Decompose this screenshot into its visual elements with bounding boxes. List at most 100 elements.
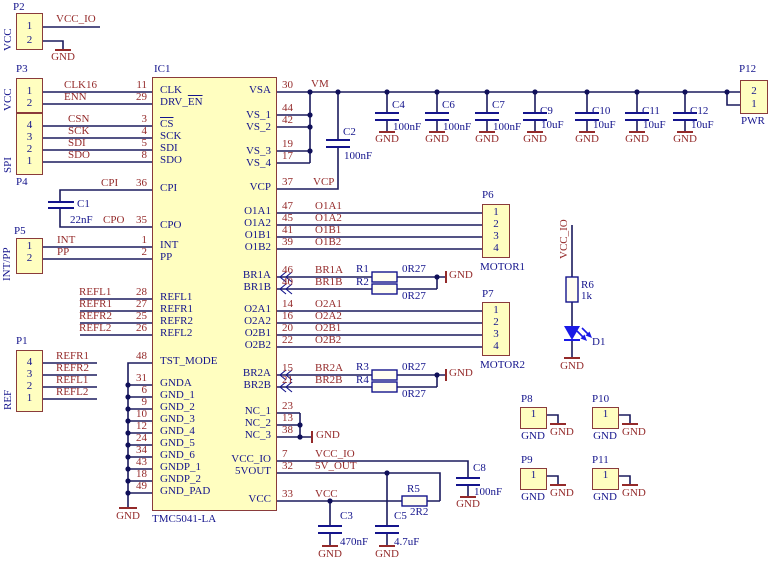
diode-ref: D1 xyxy=(592,336,606,348)
net-label: O1B2 xyxy=(315,236,342,248)
connector-label: P10 xyxy=(592,393,610,405)
pin-number: 12 xyxy=(136,420,147,432)
gnd-label: GND xyxy=(575,133,599,145)
res-value: 0R27 xyxy=(402,361,426,373)
connector-pin: 2 xyxy=(26,34,33,46)
capacitor-symbols[interactable] xyxy=(48,112,697,534)
connector-pin: 4 xyxy=(26,119,33,131)
net-label-vcc: VCC xyxy=(315,488,338,500)
connector-pin: 2 xyxy=(26,143,33,155)
pin-number: 10 xyxy=(136,408,147,420)
connector-pin: 3 xyxy=(26,368,33,380)
connector-p2[interactable] xyxy=(16,13,43,50)
net-label: CPO xyxy=(103,214,125,226)
connector-label: P1 xyxy=(16,335,28,347)
led-icon[interactable] xyxy=(564,326,592,341)
pin-number: 47 xyxy=(282,200,293,212)
connector-p4[interactable] xyxy=(16,113,43,175)
cap-ref: C9 xyxy=(540,105,553,117)
ic-pin-name: VCP xyxy=(249,181,271,193)
connector-pin: 2 xyxy=(493,316,499,328)
cap-value: 100nF xyxy=(393,121,422,133)
cap-value: 100nF xyxy=(493,121,522,133)
connector-pin: 2 xyxy=(26,252,33,264)
res-value: 2R2 xyxy=(410,506,429,518)
gnd-label: GND xyxy=(673,133,697,145)
pin-number: 13 xyxy=(282,412,293,424)
ic-pin-name: VCC_IO xyxy=(231,453,271,465)
ic-pin-name: CLK xyxy=(160,84,182,96)
connector-pin: 2 xyxy=(26,97,33,109)
cap-value: 100nF xyxy=(474,486,503,498)
ic-pin-name: CPI xyxy=(160,182,178,194)
connector-name-pwr: PWR xyxy=(741,115,765,127)
connector-p5[interactable] xyxy=(16,238,43,274)
ic-pin-name: SDI xyxy=(160,142,178,154)
connector-name-motor2: MOTOR2 xyxy=(480,359,526,371)
pin-number: 31 xyxy=(136,372,147,384)
connector-p11[interactable] xyxy=(592,468,619,490)
ic-pin-name: O2A1 xyxy=(244,303,271,315)
gnd-label: GND xyxy=(560,360,584,372)
connector-p1[interactable] xyxy=(16,350,43,412)
net-label: REFR2 xyxy=(56,362,90,374)
pin-number: 46 xyxy=(282,264,293,276)
pin-number: 16 xyxy=(282,310,293,322)
net-label-gnd: GND xyxy=(521,430,545,442)
connector-label: P12 xyxy=(739,63,757,75)
connector-p3[interactable] xyxy=(16,78,43,113)
cap-value: 470nF xyxy=(340,536,369,548)
pin-number: 44 xyxy=(282,102,293,114)
res-ref: R2 xyxy=(356,276,369,288)
connector-label: P2 xyxy=(13,1,25,13)
gnd-label: GND xyxy=(622,487,646,499)
ic-part-number: TMC5041-LA xyxy=(152,513,217,525)
pin-number: 39 xyxy=(282,236,293,248)
gnd-label: GND xyxy=(116,510,140,522)
resistor-symbols[interactable] xyxy=(371,271,579,507)
res-ref: R6 xyxy=(581,279,594,291)
connector-p7[interactable] xyxy=(482,302,510,356)
ic-pin-name: GND_PAD xyxy=(160,485,211,497)
net-label-gnd: GND xyxy=(521,491,545,503)
connector-p6[interactable] xyxy=(482,204,510,258)
pin-number: 9 xyxy=(141,396,148,408)
connector-pin: 3 xyxy=(493,230,499,242)
pin-number: 24 xyxy=(136,432,147,444)
ic-pin-name: GND_3 xyxy=(160,413,195,425)
ic-pin-name: BR1A xyxy=(242,269,271,281)
connector-p9[interactable] xyxy=(520,468,547,490)
connector-p10[interactable] xyxy=(592,407,619,429)
connector-pin: 1 xyxy=(493,206,499,218)
pin-number: 27 xyxy=(136,298,147,310)
ic-body[interactable] xyxy=(152,77,277,511)
net-label: O2B2 xyxy=(315,334,342,346)
net-label: REFR1 xyxy=(56,350,90,362)
connector-group-label: VCC xyxy=(2,28,14,51)
cap-ref: C4 xyxy=(392,99,405,111)
pin-number: 43 xyxy=(136,456,147,468)
pin-number: 41 xyxy=(282,224,293,236)
pin-number: 33 xyxy=(282,488,293,500)
res-value: 1k xyxy=(581,290,592,302)
connector-pin: 1 xyxy=(530,469,537,481)
res-ref: R5 xyxy=(407,483,420,495)
analog-pin-chevrons xyxy=(279,271,293,393)
pin-number: 6 xyxy=(141,384,148,396)
connector-label: P5 xyxy=(14,225,26,237)
pin-number: 5 xyxy=(141,137,148,149)
pin-number: 11 xyxy=(136,79,147,91)
pin-number: 38 xyxy=(282,424,293,436)
pin-number: 30 xyxy=(282,79,293,91)
pin-number: 45 xyxy=(282,212,293,224)
ic-pin-name: O2B2 xyxy=(244,339,271,351)
connector-pin: 1 xyxy=(751,98,757,110)
connector-p8[interactable] xyxy=(520,407,547,429)
net-label: O1B1 xyxy=(315,224,342,236)
ic-pin-name: CPO xyxy=(160,219,182,231)
connector-p12[interactable] xyxy=(740,80,768,114)
gnd-label: GND xyxy=(550,487,574,499)
net-label: O1A2 xyxy=(315,212,342,224)
net-label: SDO xyxy=(68,149,91,161)
